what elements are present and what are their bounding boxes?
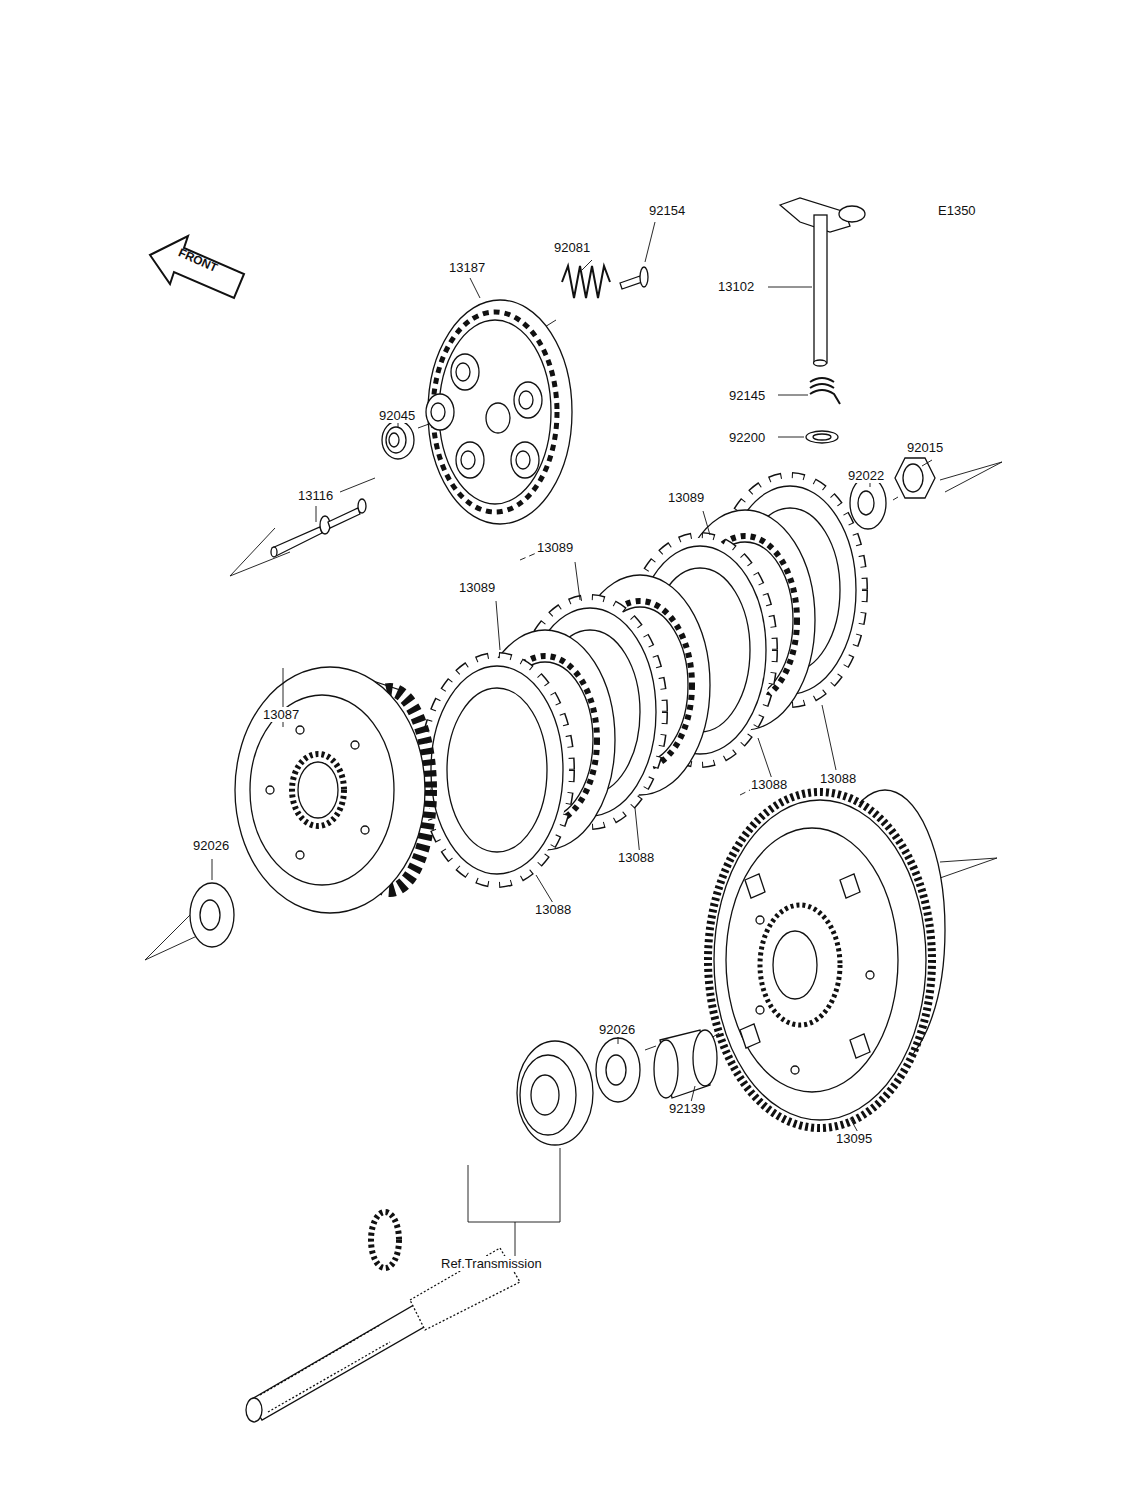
- callout-number: 92154: [648, 203, 686, 218]
- callout-number: 13116: [297, 488, 334, 503]
- callout-number: 92022: [847, 468, 885, 483]
- callout-number: 92015: [906, 440, 944, 455]
- callout-number: 13089: [536, 540, 574, 555]
- callout-number: 13095: [835, 1131, 873, 1146]
- callout-number: 92145: [728, 388, 766, 403]
- callout-number: 13088: [534, 902, 572, 917]
- callout-number: 92026: [192, 838, 230, 853]
- reference-note: Ref.Transmission: [440, 1256, 543, 1271]
- callout-number: 92026: [598, 1022, 636, 1037]
- callout-number: 13089: [667, 490, 705, 505]
- callout-number: 13088: [750, 777, 788, 792]
- callout-number: 13187: [448, 260, 486, 275]
- callout-number: 13088: [819, 771, 857, 786]
- callout-number: 13088: [617, 850, 655, 865]
- note: E1350: [937, 203, 977, 218]
- front-arrow: [150, 236, 244, 298]
- callout-number: 13087: [262, 707, 300, 722]
- callout-number: 92139: [668, 1101, 706, 1116]
- callout-number: 13089: [458, 580, 496, 595]
- callout-number: 92045: [378, 408, 416, 423]
- callout-number: 13102: [717, 279, 755, 294]
- callout-number: 92200: [728, 430, 766, 445]
- callout-number: 92081: [553, 240, 591, 255]
